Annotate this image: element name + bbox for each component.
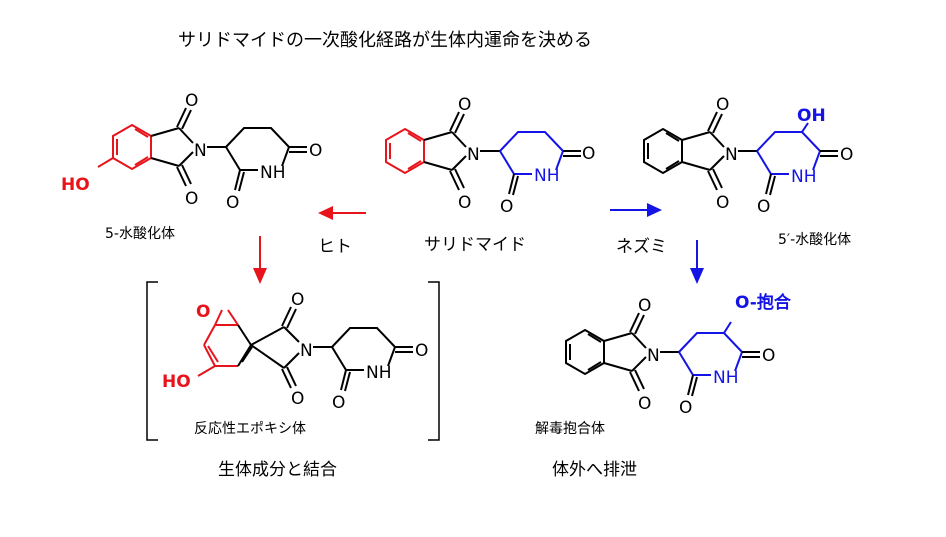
epox-o-top: O <box>291 290 304 310</box>
h5-o-lower: O <box>226 193 239 213</box>
conj-o-top: O <box>638 296 651 316</box>
thal-o-top: O <box>458 95 471 115</box>
h5p-o-lower: O <box>757 197 770 217</box>
conjugate-structure <box>565 312 760 397</box>
conj-n: N <box>647 346 660 366</box>
epoxide-bracket <box>146 281 440 441</box>
conj-nh: NH <box>713 368 739 388</box>
outcome-excrete: 体外へ排泄 <box>552 460 637 480</box>
hydroxy5-structure <box>97 107 307 192</box>
conj-o-bottom: O <box>638 394 651 414</box>
conj-o-right: O <box>762 346 775 366</box>
h5p-n: N <box>725 145 738 165</box>
thal-o-bottom: O <box>458 193 471 213</box>
epox-o-bottom: O <box>291 389 304 409</box>
epoxide-structure <box>197 306 413 392</box>
h5-o-bottom: O <box>185 189 198 209</box>
epox-o-right: O <box>415 341 428 361</box>
epox-n: N <box>300 341 313 361</box>
route-mouse: ネズミ <box>616 237 667 257</box>
conj-o-conj: O-抱合 <box>735 292 792 313</box>
h5p-o-top: O <box>716 95 729 115</box>
epox-ho: HO <box>162 372 191 392</box>
thal-n: N <box>467 145 480 165</box>
epoxide-label: 反応性エポキシ体 <box>194 421 306 437</box>
h5p-nh: NH <box>791 167 817 187</box>
arrow-human-left <box>318 206 366 220</box>
arrow-human-down <box>253 236 267 284</box>
hydroxy5-label: 5-水酸化体 <box>105 226 175 242</box>
outcome-bind: 生体成分と結合 <box>218 460 337 480</box>
epox-o-lower: O <box>332 393 345 413</box>
epox-o-ring: O <box>196 302 210 322</box>
thal-nh: NH <box>534 166 560 186</box>
epox-nh: NH <box>366 363 392 383</box>
conj-o-lower: O <box>679 398 692 418</box>
hydroxy5p-label: 5′-水酸化体 <box>778 232 851 248</box>
thalidomide-label: サリドマイド <box>424 235 526 255</box>
hydroxy5p-structure <box>643 111 838 196</box>
h5-o-right: O <box>309 141 322 161</box>
h5-n: N <box>194 141 207 161</box>
h5-o-top: O <box>185 91 198 111</box>
thal-o-lower: O <box>500 197 513 217</box>
arrow-mouse-right <box>610 203 662 217</box>
h5-ho: HO <box>61 175 90 195</box>
diagram-title: サリドマイドの一次酸化経路が生体内運命を決める <box>178 30 592 51</box>
thal-o-right: O <box>582 144 595 164</box>
thalidomide-structure <box>385 111 581 196</box>
h5p-o-right: O <box>840 145 853 165</box>
conjugate-label: 解毒抱合体 <box>535 421 605 437</box>
route-human: ヒト <box>318 237 352 257</box>
h5p-o-bottom: O <box>716 193 729 213</box>
h5-nh: NH <box>260 163 286 183</box>
arrow-mouse-down <box>690 240 704 284</box>
h5p-oh: OH <box>797 106 826 126</box>
